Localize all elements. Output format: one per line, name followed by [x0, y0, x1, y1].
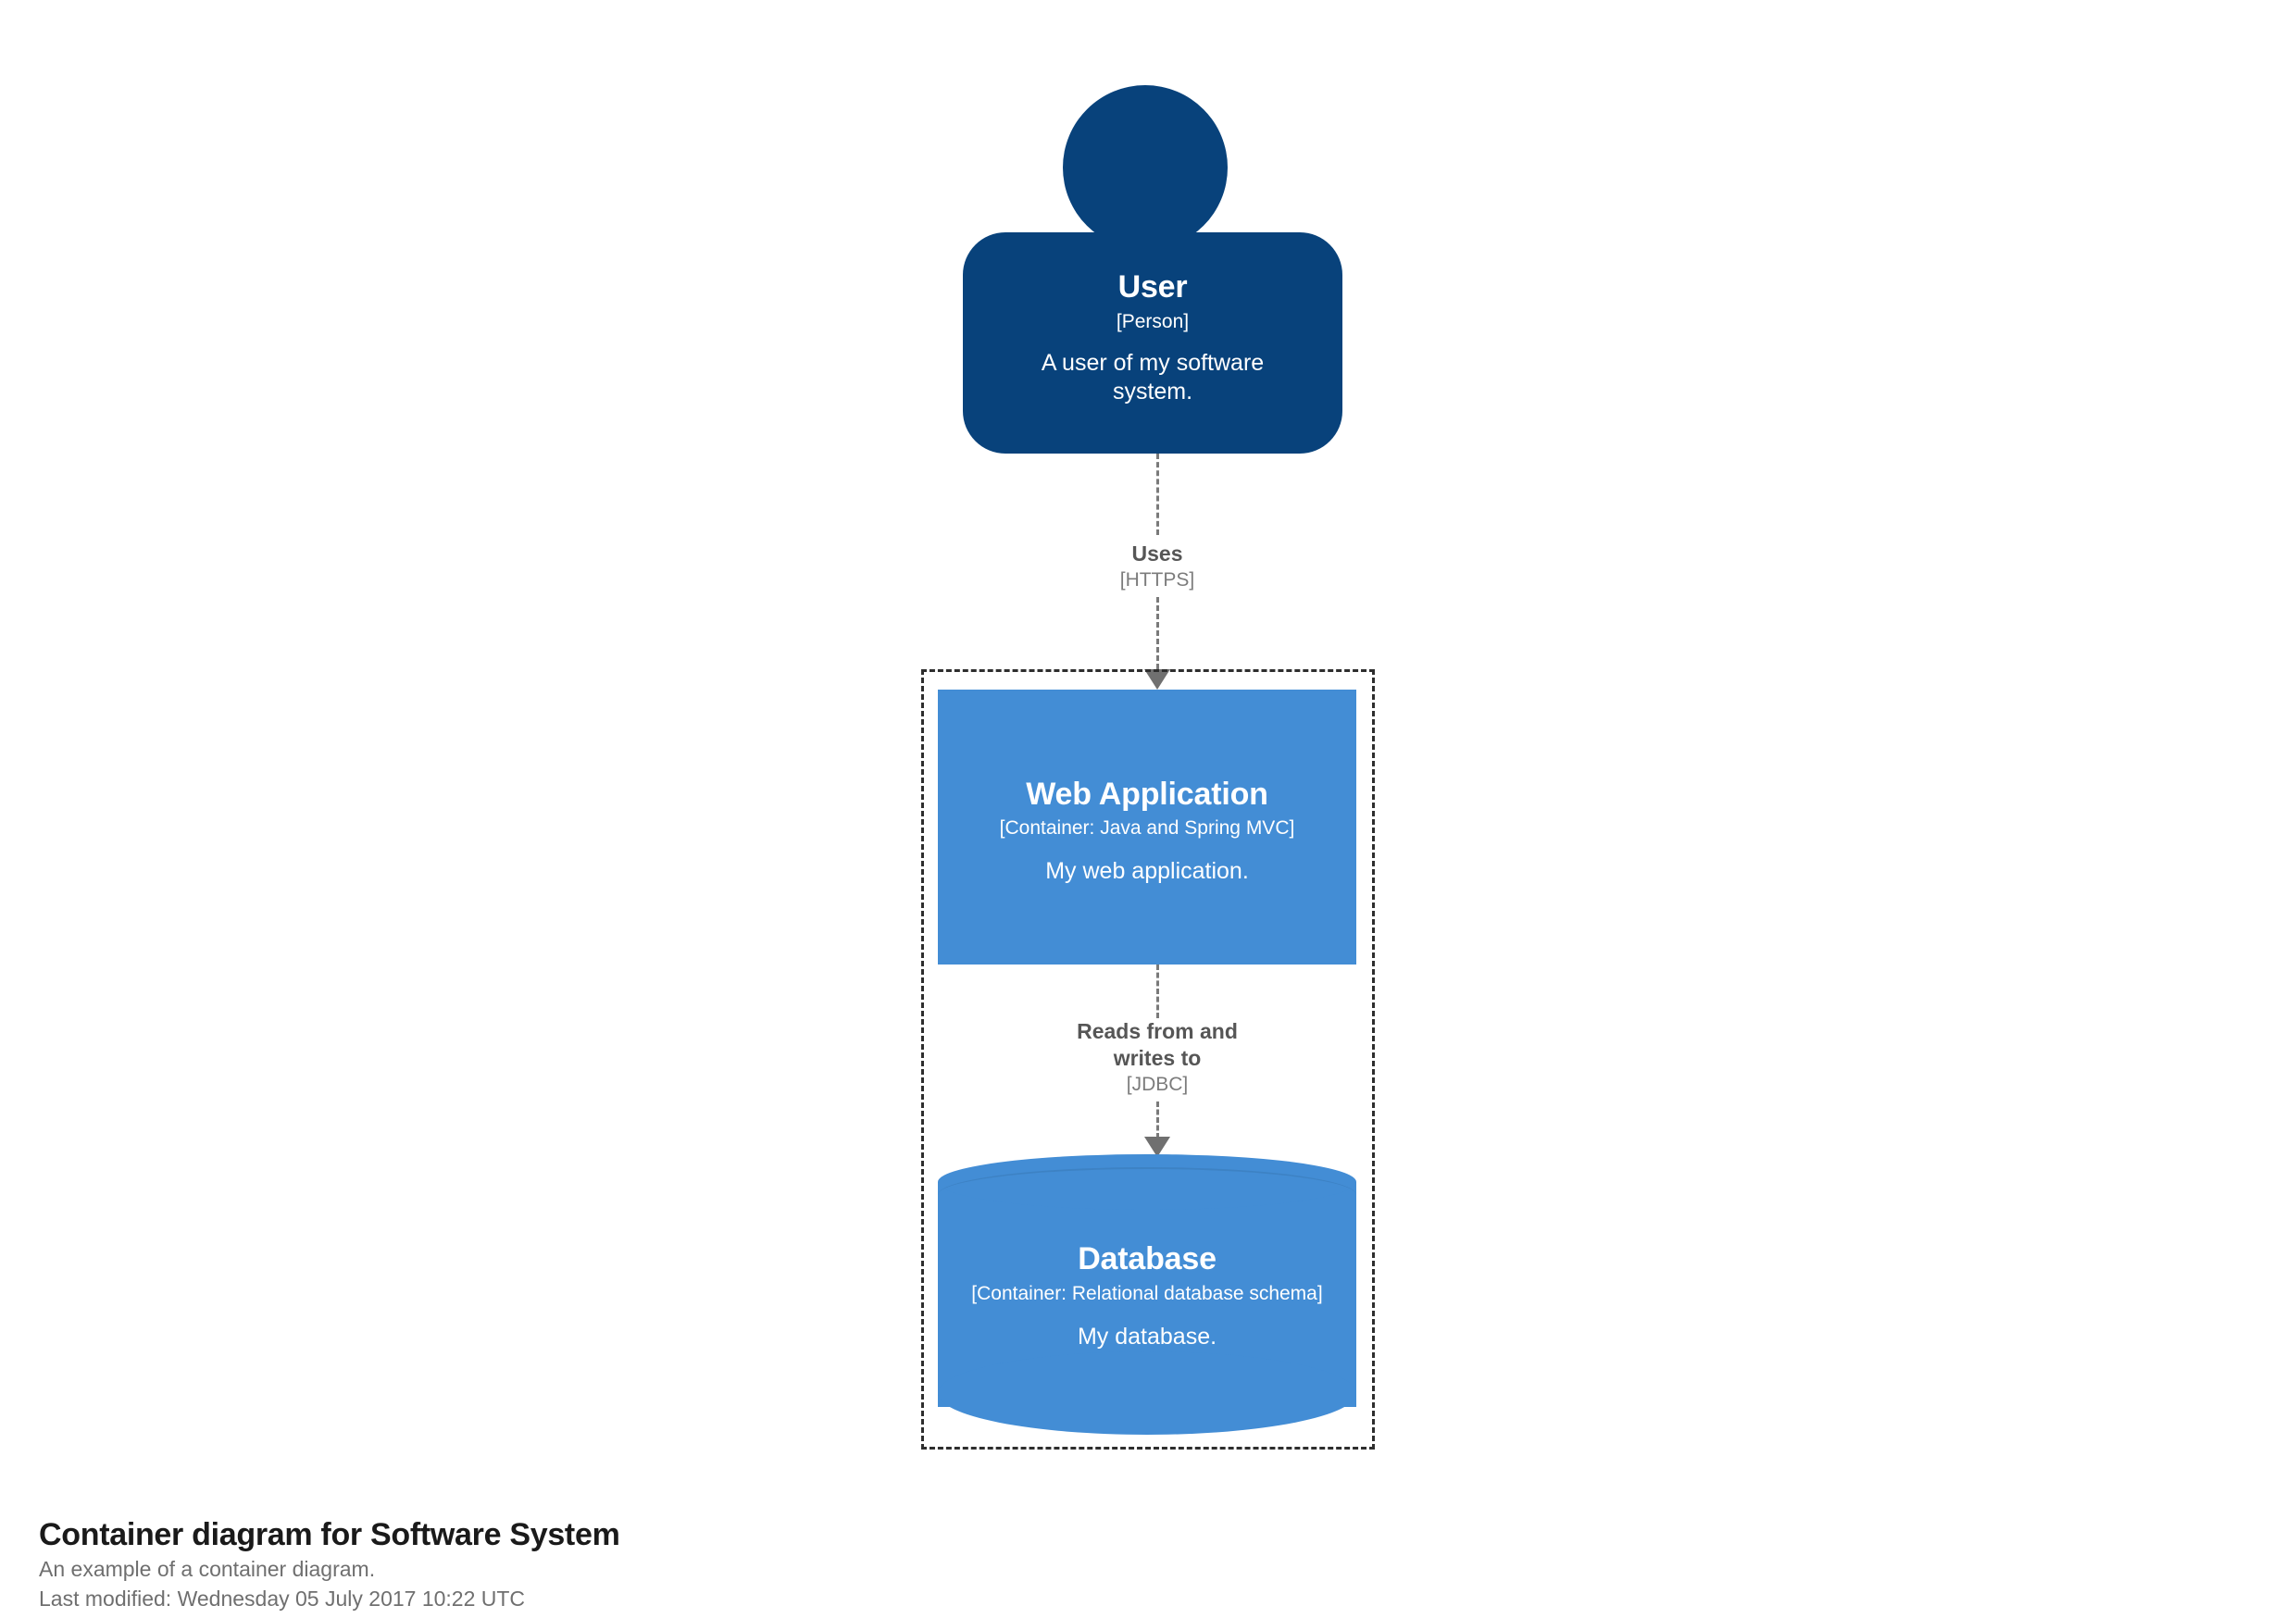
database-cylinder-top-edge [938, 1167, 1356, 1223]
person-user-name: User [1117, 269, 1188, 305]
caption-title: Container diagram for Software System [39, 1517, 620, 1552]
container-database[interactable]: Database [Container: Relational database… [938, 1154, 1356, 1435]
caption-last-modified: Last modified: Wednesday 05 July 2017 10… [39, 1587, 526, 1611]
person-user-description: A user of my software system. [1041, 350, 1265, 404]
container-database-description: My database. [1077, 1324, 1217, 1350]
relationship-line-reads-writes [1156, 965, 1159, 1018]
person-user-labels: User [Person] A user of my software syst… [963, 232, 1342, 454]
person-user[interactable]: User [Person] A user of my software syst… [963, 85, 1342, 454]
diagram-caption: Container diagram for Software System An… [39, 1515, 1335, 1613]
relationship-description-reads-writes-line2: writes to [1113, 1046, 1202, 1070]
caption-subtitle: An example of a container diagram. [39, 1557, 376, 1581]
relationship-arrowhead-uses [1144, 669, 1170, 690]
relationship-labels-uses: Uses [HTTPS] [972, 541, 1342, 592]
relationship-technology-reads-writes: [JDBC] [1126, 1074, 1189, 1095]
relationship-line-reads-writes-lower [1156, 1101, 1159, 1139]
database-cylinder-bottom [938, 1351, 1356, 1435]
person-user-technology: [Person] [1116, 311, 1190, 332]
container-database-name: Database [1078, 1241, 1217, 1276]
software-system-boundary [921, 669, 1375, 1450]
container-web-application-description: My web application. [1045, 858, 1249, 884]
relationship-labels-reads-writes: Reads from and writes to [JDBC] [991, 1018, 1324, 1097]
relationship-arrowhead-reads-writes [1144, 1137, 1170, 1157]
relationship-description-reads-writes-line1: Reads from and [1077, 1019, 1238, 1043]
relationship-line-uses [1156, 454, 1159, 535]
container-web-application-technology: [Container: Java and Spring MVC] [999, 817, 1295, 839]
relationship-technology-uses: [HTTPS] [1119, 569, 1195, 591]
person-head-icon [1063, 85, 1228, 250]
container-web-application[interactable]: Web Application [Container: Java and Spr… [938, 690, 1356, 965]
container-database-technology: [Container: Relational database schema] [971, 1283, 1323, 1304]
relationship-line-uses-lower [1156, 597, 1159, 669]
container-web-application-name: Web Application [1026, 777, 1268, 812]
person-body-shape [963, 232, 1342, 454]
relationship-description-uses: Uses [1131, 541, 1183, 566]
